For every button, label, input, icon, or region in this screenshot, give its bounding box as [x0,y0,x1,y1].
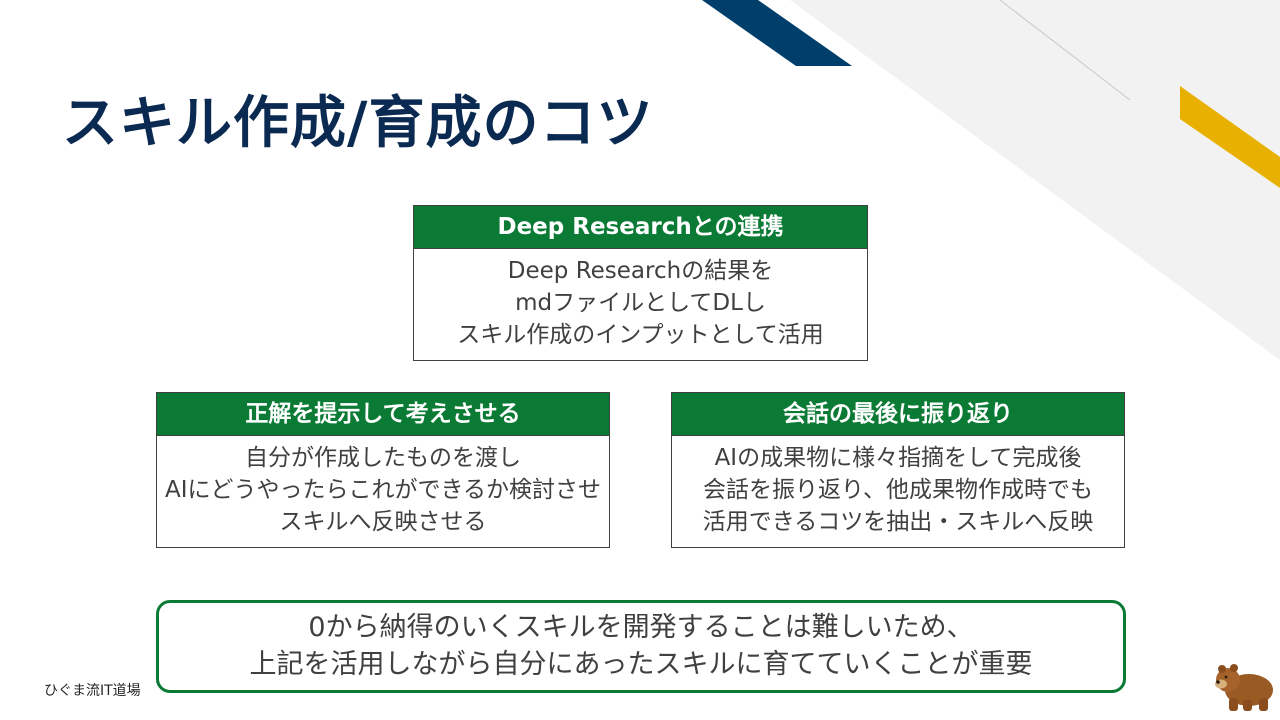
card-conversation-review: 会話の最後に振り返り AIの成果物に様々指摘をして完成後 会話を振り返り、他成果… [671,392,1125,548]
summary-line: 0から納得のいくスキルを開発することは難しいため、 [308,612,974,643]
card-line: 自分が作成したものを渡し [245,445,521,471]
summary-box: 0から納得のいくスキルを開発することは難しいため、 上記を活用しながら自分にあっ… [156,600,1126,693]
navy-diagonal-stripe [702,0,852,66]
card-heading: Deep Researchとの連携 [414,206,867,249]
card-line: 活用できるコツを抽出・スキルへ反映 [702,509,1094,535]
card-body: AIの成果物に様々指摘をして完成後 会話を振り返り、他成果物作成時でも 活用でき… [672,436,1124,538]
summary-line: 上記を活用しながら自分にあったスキルに育てていくことが重要 [249,649,1033,680]
footer-brand: ひぐま流IT道場 [44,683,141,699]
card-line: スキル作成のインプットとして活用 [457,322,824,348]
card-heading: 会話の最後に振り返り [672,393,1124,436]
gray-diagonal-band [790,0,1280,360]
card-line: Deep Researchの結果を [507,258,774,284]
bear-icon [1215,664,1273,711]
gold-diagonal-stripe [1180,86,1280,188]
card-heading: 正解を提示して考えさせる [157,393,609,436]
page-title: スキル作成/育成のコツ [62,91,654,156]
card-line: mdファイルとしてDLし [515,290,766,316]
card-body: 自分が作成したものを渡し AIにどうやったらこれができるか検討させ スキルへ反映… [157,436,609,538]
card-body: Deep Researchの結果を mdファイルとしてDLし スキル作成のインプ… [414,249,867,351]
card-show-answer: 正解を提示して考えさせる 自分が作成したものを渡し AIにどうやったらこれができ… [156,392,610,548]
card-line: AIにどうやったらこれができるか検討させ [164,477,602,503]
card-deep-research: Deep Researchとの連携 Deep Researchの結果を mdファ… [413,205,868,361]
card-line: 会話を振り返り、他成果物作成時でも [702,477,1094,503]
card-line: AIの成果物に様々指摘をして完成後 [714,445,1082,471]
card-line: スキルへ反映させる [279,509,487,535]
thin-diagonal-line [999,0,1131,101]
